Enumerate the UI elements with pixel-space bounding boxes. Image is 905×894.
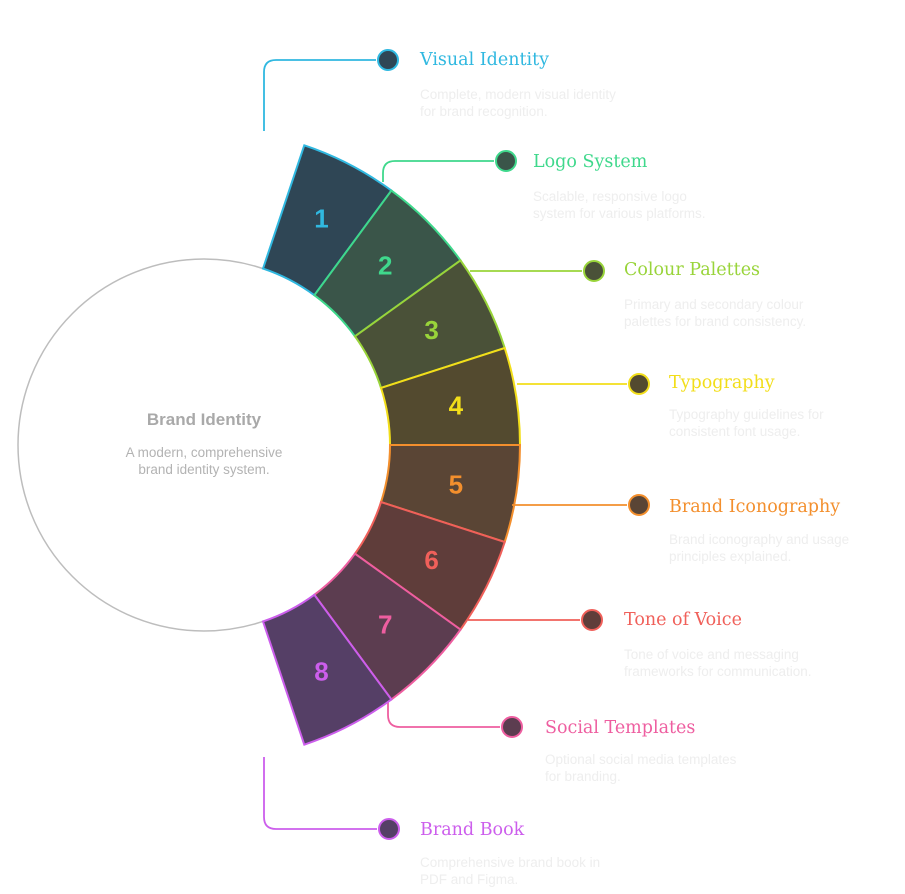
connector-line-2: [382, 160, 494, 182]
segment-number-3: 3: [424, 315, 438, 345]
segment-number-6: 6: [424, 545, 438, 575]
connector-line-7: [387, 700, 500, 728]
step-title-4: Typography: [669, 373, 775, 393]
connector-dot-5: [628, 494, 650, 516]
step-description-4: Typography guidelines for consistent fon…: [669, 407, 824, 439]
segment-8[interactable]: [261, 593, 393, 746]
step-title-1: Visual Identity: [420, 50, 550, 70]
center-description: A modern, comprehensive brand identity s…: [125, 445, 283, 477]
step-description-8: Comprehensive brand book in PDF and Figm…: [420, 855, 601, 887]
center-title: Brand Identity: [146, 410, 262, 429]
connector-dot-6: [581, 609, 603, 631]
step-description-1: Complete, modern visual identity for bra…: [420, 87, 616, 119]
segment-number-5: 5: [449, 470, 463, 500]
step-description-7: Optional social media templates for bran…: [545, 752, 737, 784]
step-description-2: Scalable, responsive logo system for var…: [533, 189, 706, 221]
connector-dot-1: [377, 49, 399, 71]
segment-number-1: 1: [314, 204, 328, 234]
segment-number-4: 4: [449, 390, 464, 420]
connector-line-8: [263, 757, 377, 830]
step-title-2: Logo System: [533, 152, 648, 172]
step-description-6: Tone of voice and messaging frameworks f…: [624, 647, 812, 679]
step-title-8: Brand Book: [420, 820, 525, 840]
step-title-3: Colour Palettes: [624, 260, 761, 280]
connector-dot-4: [628, 373, 650, 395]
step-title-7: Social Templates: [545, 718, 696, 738]
segment-number-8: 8: [314, 656, 328, 686]
step-title-5: Brand Iconography: [669, 497, 841, 517]
connector-line-1: [263, 59, 376, 131]
step-description-3: Primary and secondary colour palettes fo…: [624, 297, 807, 329]
connector-dot-8: [378, 818, 400, 840]
connector-dot-7: [501, 716, 523, 738]
step-description-5: Brand iconography and usage principles e…: [669, 532, 850, 564]
connector-dot-3: [583, 260, 605, 282]
segment-number-7: 7: [378, 609, 392, 639]
connector-dot-2: [495, 150, 517, 172]
segment-number-2: 2: [378, 251, 392, 281]
step-title-6: Tone of Voice: [624, 610, 742, 630]
